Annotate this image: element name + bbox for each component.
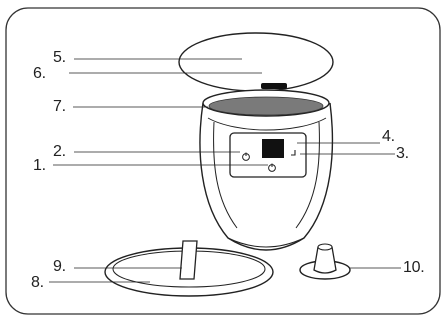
callout-6: 6. — [33, 65, 46, 82]
tray — [104, 240, 274, 297]
appliance-body — [199, 89, 334, 251]
callout-9: 9. — [53, 258, 66, 275]
display-screen — [262, 139, 284, 158]
program-button-icon — [291, 150, 296, 156]
callout-3: 3. — [396, 145, 409, 162]
leader-lines — [49, 58, 401, 283]
diagram-frame — [5, 7, 441, 315]
stopper — [299, 243, 351, 280]
lid-hinge — [261, 83, 287, 89]
callout-7: 7. — [53, 98, 66, 115]
callout-2: 2. — [53, 143, 66, 160]
power-button-icon — [242, 152, 250, 161]
callout-8: 8. — [31, 274, 44, 291]
timer-button-icon — [268, 163, 276, 172]
tray-divider — [179, 240, 198, 280]
lid — [178, 32, 334, 92]
inner-bowl — [208, 96, 324, 116]
callout-1: 1. — [33, 157, 46, 174]
callout-10: 10. — [403, 259, 424, 276]
callout-5: 5. — [53, 49, 66, 66]
callout-4: 4. — [382, 128, 395, 145]
